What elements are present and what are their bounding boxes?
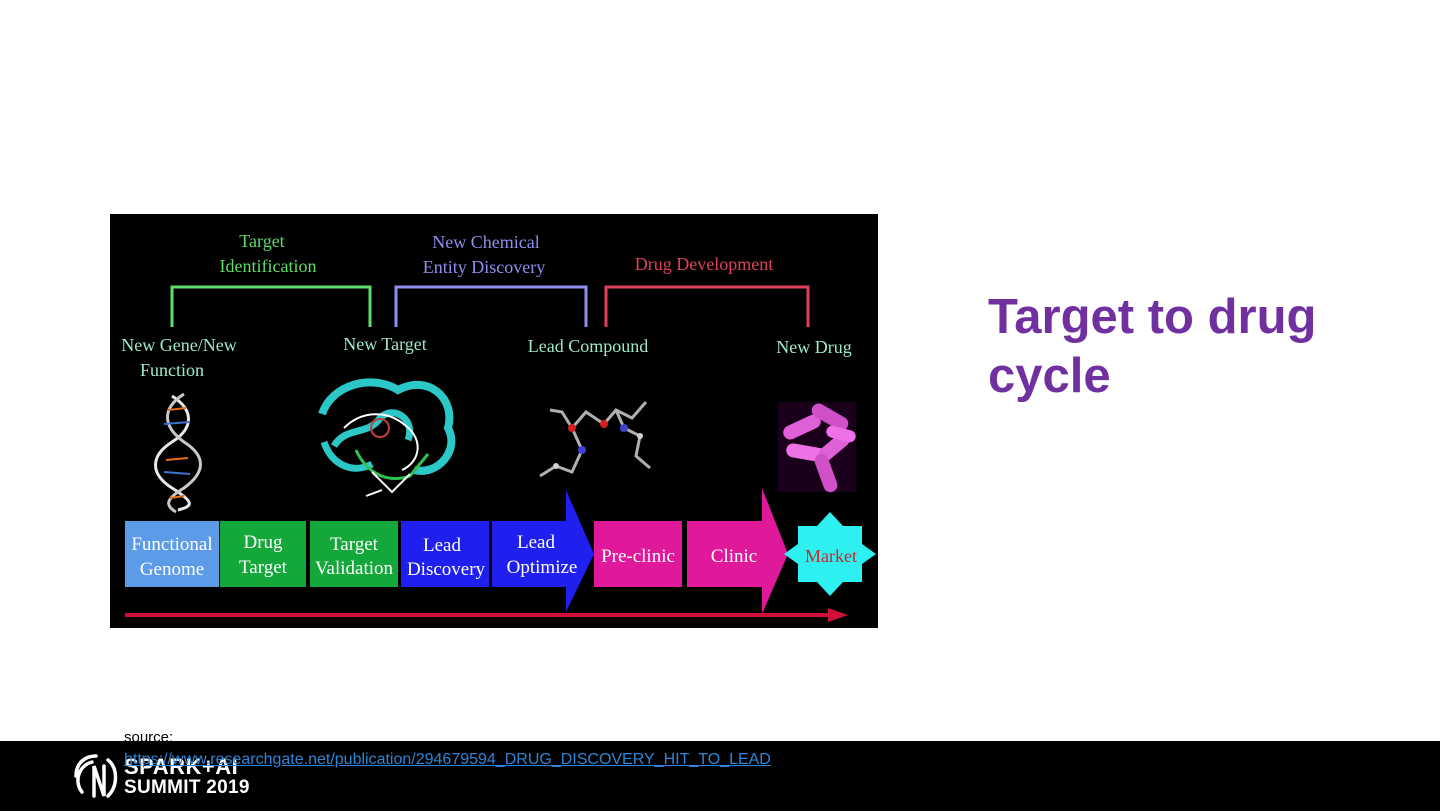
stage-star-market	[784, 512, 876, 596]
source-label: source:	[124, 729, 174, 746]
molecule-structure-icon	[539, 401, 651, 478]
footer-bar	[0, 741, 1440, 811]
bracket-label-nce-1: New Chemical	[432, 232, 539, 252]
protein-structure-icon	[318, 378, 456, 497]
bracket-nce-discovery	[394, 285, 588, 327]
logo-text-summit: SUMMIT 2019	[124, 777, 250, 798]
stage-label-lead-optimize-1: Lead	[517, 532, 555, 553]
stage-label-drug-target-2: Target	[239, 557, 288, 578]
milestone-gene-1: New Gene/New	[121, 335, 236, 355]
milestone-lead: Lead Compound	[528, 336, 648, 356]
stage-label-lead-optimize-2: Optimize	[507, 557, 578, 578]
timeline-arrow-head	[828, 608, 848, 622]
stage-arrow-clinic	[687, 488, 788, 614]
stage-box-pre-clinic	[594, 521, 682, 587]
bracket-label-drug-development: Drug Development	[635, 254, 773, 274]
bracket-target-identification	[170, 285, 372, 327]
spark-ai-summit-logo: SPARK+AI SUMMIT 2019	[72, 752, 272, 800]
source-link[interactable]: https://www.researchgate.net/publication…	[124, 751, 771, 768]
stage-label-drug-target-1: Drug	[243, 532, 283, 553]
stage-box-lead-discovery	[401, 521, 489, 587]
stage-box-target-validation	[310, 521, 398, 587]
stage-label-clinic: Clinic	[711, 546, 757, 567]
stage-label-pre-clinic: Pre-clinic	[601, 546, 675, 567]
stage-label-market: Market	[805, 546, 857, 566]
spark-logo-icon	[74, 754, 118, 798]
milestone-drug: New Drug	[776, 337, 851, 357]
stage-label-lead-discovery-2: Discovery	[407, 559, 486, 580]
stage-label-functional-genome-2: Genome	[140, 559, 204, 580]
stage-box-functional-genome	[125, 521, 219, 587]
bracket-label-target-identification-2: Identification	[220, 256, 317, 276]
milestone-target: New Target	[343, 334, 427, 354]
stage-box-drug-target	[220, 521, 306, 587]
stage-label-target-validation-2: Validation	[315, 558, 394, 579]
stage-label-functional-genome-1: Functional	[131, 534, 212, 555]
stage-arrow-lead-optimize	[492, 490, 594, 612]
stage-label-lead-discovery-1: Lead	[423, 535, 461, 556]
bracket-drug-development	[604, 285, 810, 327]
drug-discovery-diagram: Target Identification New Chemical Entit…	[110, 214, 878, 628]
milestone-gene-2: Function	[140, 360, 204, 380]
diagram-svg: Target Identification New Chemical Entit…	[121, 231, 876, 622]
bracket-label-target-identification-1: Target	[239, 231, 284, 251]
bracket-label-nce-2: Entity Discovery	[423, 257, 545, 277]
dna-helix-icon	[154, 392, 202, 514]
stage-label-target-validation-1: Target	[330, 534, 379, 555]
slide-title: Target to drug cycle	[988, 290, 1317, 403]
pills-icon	[778, 402, 856, 493]
logo-text-spark-ai: SPARK+AI	[124, 754, 239, 779]
